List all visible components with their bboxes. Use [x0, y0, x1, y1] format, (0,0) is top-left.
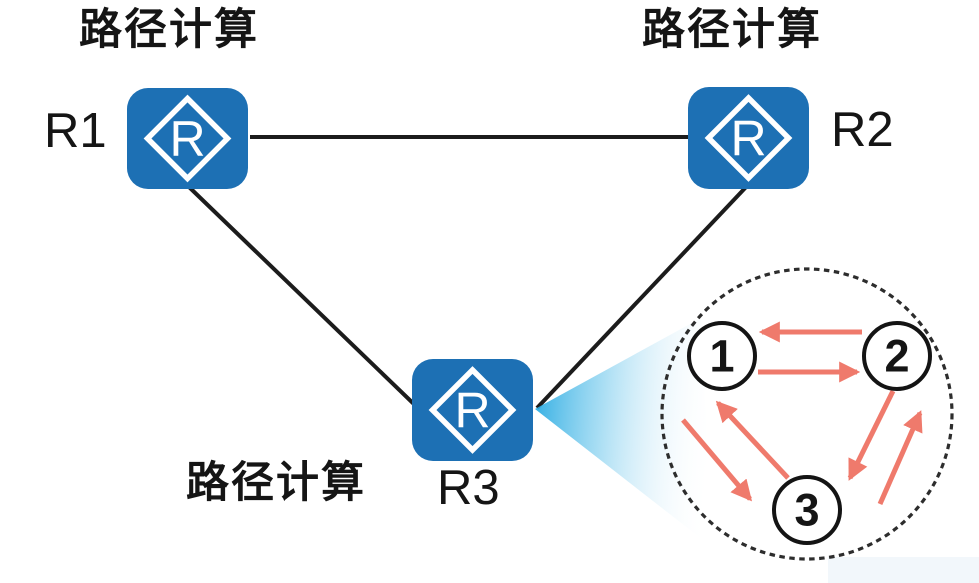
router-label-r1: R1	[44, 104, 107, 158]
inset-node-label-3: 3	[794, 484, 820, 536]
arrow-3-to-1	[715, 400, 790, 480]
background-strip	[828, 557, 979, 583]
link-r1-r3	[186, 184, 420, 410]
inset-dashed-circle	[660, 267, 954, 561]
link-r2-r3	[535, 184, 749, 410]
arrow-2-to-3	[847, 389, 896, 481]
inset-arrows	[681, 321, 923, 506]
router-icon-r3: R	[412, 359, 533, 461]
inset-node-label-1: 1	[709, 330, 735, 382]
router-label-r3: R3	[437, 461, 500, 515]
router-icon-body	[688, 87, 809, 189]
caption-path-computation-r1: 路径计算	[79, 6, 259, 54]
router-icon-body	[412, 359, 533, 461]
inset-node-label-2: 2	[884, 330, 910, 382]
router-diamond	[704, 94, 793, 182]
router-icon-r1: R	[127, 88, 248, 189]
router-diamond	[143, 94, 232, 183]
router-glyph: R	[169, 111, 205, 167]
caption-path-computation-r2: 路径计算	[642, 6, 822, 54]
caption-path-computation-r3: 路径计算	[186, 459, 366, 507]
router-glyph: R	[730, 111, 766, 167]
router-glyph: R	[454, 383, 490, 439]
inset-node-circle-3	[772, 475, 842, 545]
inset-node-circle-2	[862, 321, 932, 391]
zoom-beam	[535, 318, 712, 547]
inset-node-circle-1	[687, 321, 757, 391]
arrow-3-to-2	[877, 410, 923, 506]
router-icon-body	[127, 88, 248, 189]
router-diamond	[428, 366, 517, 454]
router-icon-r2: R	[688, 87, 809, 189]
arrow-1-to-3	[681, 418, 753, 502]
router-label-r2: R2	[831, 103, 894, 157]
